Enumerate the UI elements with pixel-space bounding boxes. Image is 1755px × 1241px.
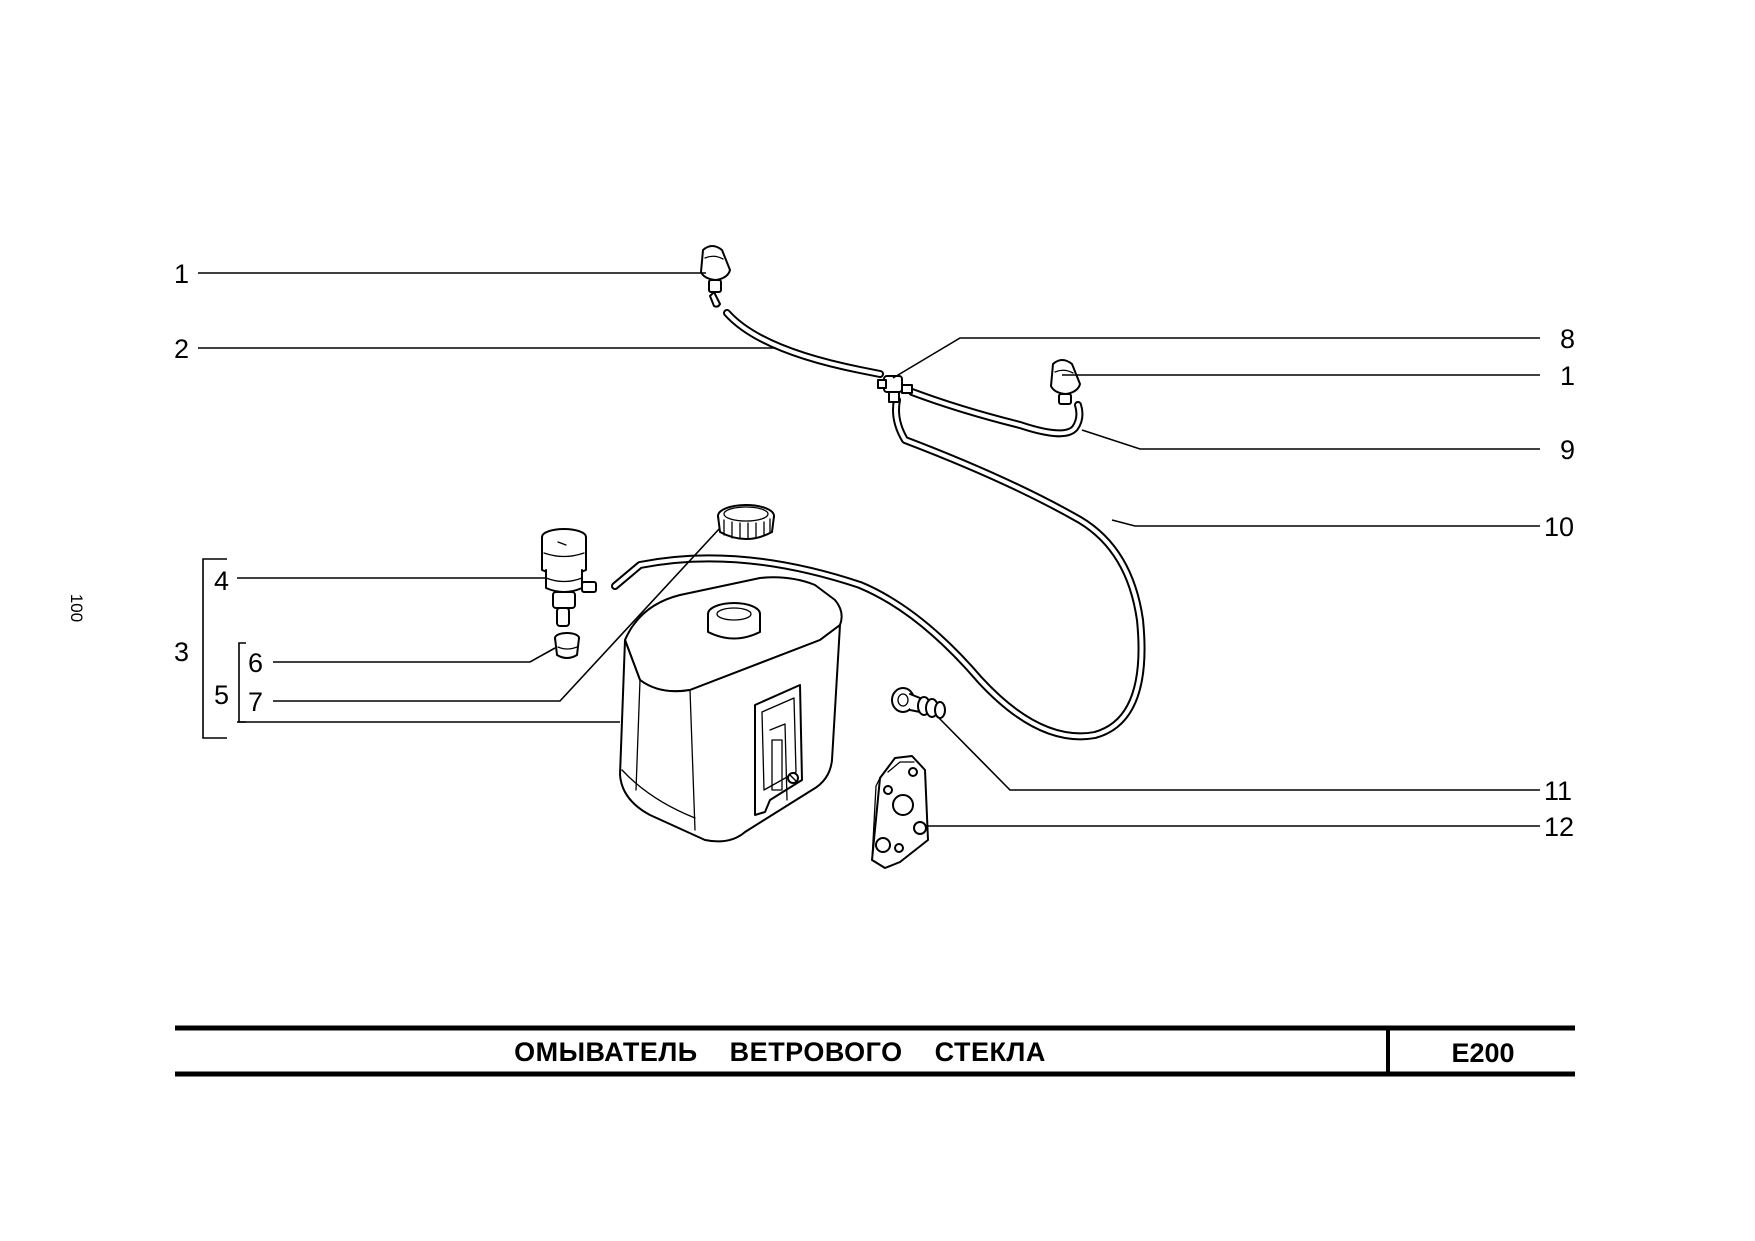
- callout-5: 5: [214, 680, 229, 710]
- washer-pump-icon: [541, 528, 597, 627]
- pump-grommet-icon: [554, 632, 580, 659]
- callout-7: 7: [248, 687, 263, 717]
- callout-1-right: 1: [1560, 361, 1575, 391]
- mounting-bracket-icon: [871, 755, 929, 869]
- hose-9-icon: [908, 388, 1084, 438]
- diagram-code: E200: [1451, 1038, 1514, 1068]
- callout-3: 3: [174, 637, 189, 667]
- hose-10-icon: [611, 396, 1146, 741]
- callout-6: 6: [248, 648, 263, 678]
- callout-1-left: 1: [174, 259, 189, 289]
- side-page-number: 100: [67, 594, 86, 622]
- washer-nozzle-left-icon: [700, 245, 731, 308]
- washer-nozzle-right-icon: [1050, 359, 1081, 405]
- tee-connector-icon: [877, 375, 913, 403]
- callout-9: 9: [1560, 435, 1575, 465]
- callout-4: 4: [214, 566, 229, 596]
- reservoir-tank-icon: [619, 576, 843, 843]
- callout-2: 2: [174, 334, 189, 364]
- callout-11: 11: [1544, 776, 1572, 806]
- callout-12: 12: [1544, 812, 1574, 842]
- hose-2-icon: [723, 309, 884, 378]
- leader-lines: [198, 272, 1540, 827]
- title-block: ОМЫВАТЕЛЬ ВЕТРОВОГО СТЕКЛА E200: [175, 1025, 1575, 1077]
- callout-10: 10: [1544, 512, 1574, 542]
- diagram-title: ОМЫВАТЕЛЬ ВЕТРОВОГО СТЕКЛА: [514, 1037, 1046, 1067]
- filler-cap-icon: [717, 504, 775, 540]
- callout-8: 8: [1560, 324, 1575, 354]
- grommet-plug-icon: [891, 687, 946, 719]
